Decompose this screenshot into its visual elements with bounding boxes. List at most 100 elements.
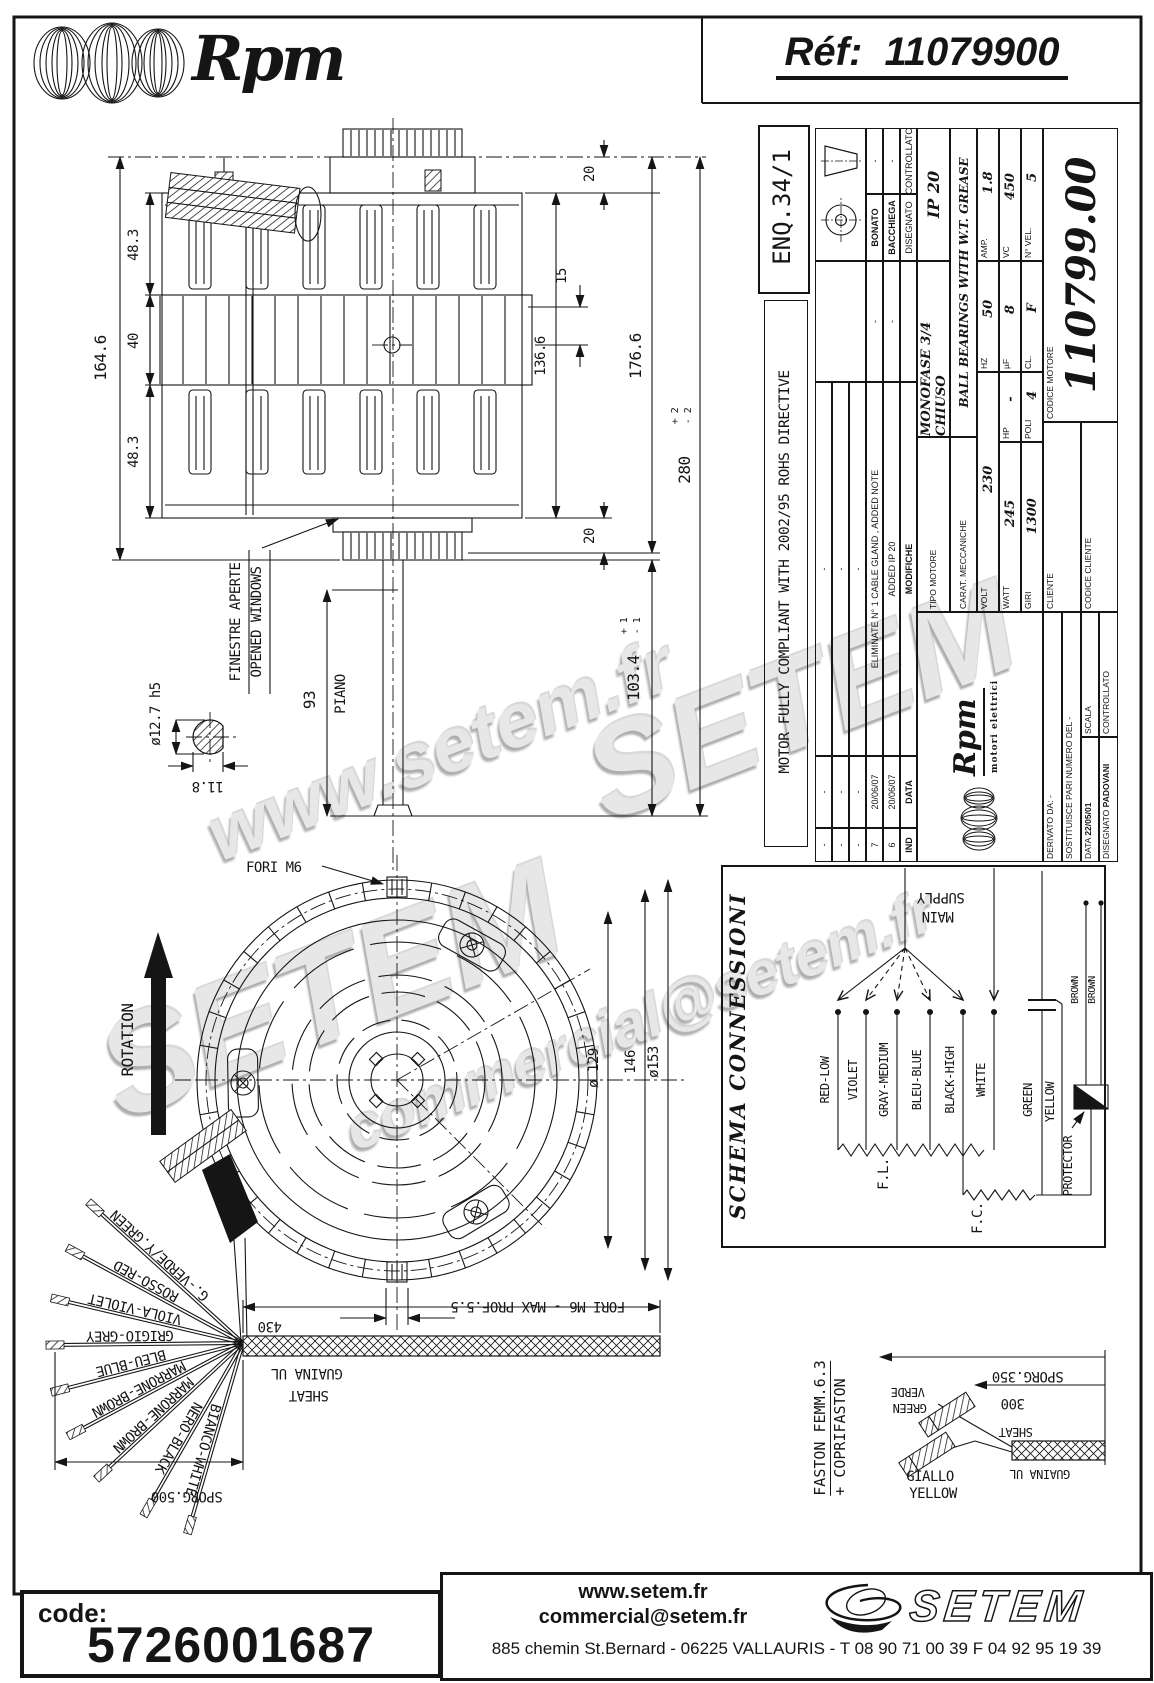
code-box: code: 5726001687 xyxy=(20,1590,442,1678)
rev-cell: ADDED IP 20 xyxy=(883,382,900,756)
carat-label: CARAT. MECCANICHE xyxy=(950,437,977,612)
fan-wire-label: G.-VERDE/Y.GREEN xyxy=(108,1207,213,1304)
codice-motore-cell: CODICE MOTORE 110799.00 xyxy=(1043,128,1118,422)
ip-rating: IP 20 xyxy=(917,128,950,261)
rev-cell: - xyxy=(815,756,832,828)
faston-assembly: VERDE GREEN GIALLO YELLOW SPORG.350 300 … xyxy=(878,1350,1106,1502)
footer-info-box: www.setem.fr commercial@setem.fr 885 che… xyxy=(440,1572,1153,1681)
amp-cell: AMP.1.8 xyxy=(977,128,999,261)
schema-wire-label-yellow: YELLOW xyxy=(1043,1081,1057,1123)
rev-cell: - xyxy=(849,756,866,828)
dim-shaft-diameter: ø12.7 h5 xyxy=(148,682,164,746)
label-opened-windows: OPENED WINDOWS xyxy=(249,566,265,677)
rev-cell: ELIMINATE N° 1 CABLE GLAND , ADDED NOTE xyxy=(866,382,883,756)
nvel-cell: N° VEL.5 xyxy=(1021,128,1043,261)
rev-header: MODIFICHE xyxy=(900,382,917,756)
rpm-mini-logo-cell: Rpm motori elettrici xyxy=(917,612,1043,862)
schema-wire-label: VIOLET xyxy=(846,1060,860,1101)
schema-wire-label: GRAY-MEDIUM xyxy=(877,1043,891,1117)
enq-label: ENQ.34/1 xyxy=(768,149,796,265)
dim-sporg-350: SPORG.350 xyxy=(992,1368,1063,1384)
rev-cell: - xyxy=(832,828,849,862)
dash-cell: - xyxy=(866,261,883,382)
dim-300: 300 xyxy=(1001,1395,1025,1411)
fan-wire-label: ROSSO-RED xyxy=(111,1256,181,1304)
dim-280: 280 xyxy=(675,456,694,483)
dim-fori-m6-max: FORI M6 - MAX PROF.5.5 xyxy=(451,1298,626,1314)
fan-wire-label: NERO-BLACK xyxy=(151,1399,205,1477)
sostituisce-cell: SOSTITUISCE PARI NUMERO DEL - xyxy=(1062,612,1081,862)
cl-cell: CL.F xyxy=(1021,261,1043,372)
code-label: code: xyxy=(38,1598,108,1628)
first-angle-projection-icon xyxy=(820,145,861,243)
empty-cell xyxy=(815,261,866,382)
schema-wire-label: BLEU-BLUE xyxy=(910,1049,924,1110)
codice-motore-number: 110799.00 xyxy=(1058,156,1105,394)
dim-280-tol-plus: + 2 xyxy=(670,407,681,424)
label-protector: PROTECTOR xyxy=(1061,1134,1075,1196)
dim-48.3-top: 48.3 xyxy=(126,229,142,261)
fan-wire-label: MARRONE-BROWN xyxy=(89,1357,188,1420)
rev-header: DATA xyxy=(900,756,917,828)
label-verde: VERDE xyxy=(891,1385,925,1399)
faston-note: FASTON FEMM.6.3 + COPRIFASTON xyxy=(811,1360,849,1496)
schema-wire-label: BLACK-HIGH xyxy=(943,1046,957,1114)
dim-sporg-500: SPORG.500 xyxy=(151,1488,222,1504)
tipo-motore-label: TIPO MOTORE xyxy=(917,437,950,612)
label-brown-1: BROWN xyxy=(1070,976,1081,1004)
fan-wire-label: VIOLA-VIOLET xyxy=(86,1290,183,1328)
disegnato2-cell: DISEGNATO PADOVANI xyxy=(1099,737,1118,862)
ref-label: Réf: xyxy=(784,30,863,74)
faston-line2: + COPRIFASTON xyxy=(831,1378,849,1496)
carat-value: BALL BEARINGS WITH W.T. GREASE xyxy=(950,128,977,437)
label-fc: F.C. xyxy=(970,1202,986,1234)
label-guaina-ul-2: GUAINA UL xyxy=(1009,1467,1070,1481)
rev-cell: - xyxy=(849,828,866,862)
dim-48.3-bottom: 48.3 xyxy=(126,436,142,468)
ref-block: Réf: 11079900 xyxy=(712,30,1132,80)
footer-address: 885 chemin St.Bernard - 06225 VALLAURIS … xyxy=(491,1639,1102,1658)
footer-web[interactable]: www.setem.fr xyxy=(578,1581,708,1603)
projection-symbol-cell xyxy=(815,128,866,261)
rpm-mini-sub: motori elettrici xyxy=(990,679,1000,773)
label-giallo: GIALLO xyxy=(906,1469,954,1485)
rohs-note: MOTOR FULLY COMPLIANT WITH 2002/95 ROHS … xyxy=(777,370,793,774)
rpm-mini-coils xyxy=(960,787,998,851)
dim-176.6: 176.6 xyxy=(626,333,645,379)
label-sheat: SHEAT xyxy=(288,1387,329,1403)
dim-164.6: 164.6 xyxy=(91,335,110,381)
schema-wire-label: RED-LOW xyxy=(818,1055,832,1103)
empty-cell xyxy=(900,261,917,382)
rpm-logo-coils xyxy=(33,22,185,104)
controllato2-cell: CONTROLLATO xyxy=(1099,612,1118,737)
title-block: - - - - - - - - - 7 20/06/07 ELIMINATE N… xyxy=(815,128,1118,862)
screw-boss xyxy=(442,1184,510,1240)
derivato-cell: DERIVATO DA: - xyxy=(1043,612,1062,862)
dim-93: 93 xyxy=(300,691,319,709)
footer-email[interactable]: commercial@setem.fr xyxy=(538,1606,748,1628)
controllato-label: CONTROLLATO xyxy=(900,128,917,194)
disegnato-label: DISEGNATO xyxy=(900,194,917,261)
dash-cell: - xyxy=(883,261,900,382)
dim-15: 15 xyxy=(554,268,570,284)
rev-cell: - xyxy=(849,382,866,756)
rev-cell: - xyxy=(832,382,849,756)
dash-cell: - xyxy=(883,128,900,194)
rpm-logo-text: Rpm xyxy=(192,22,346,95)
rev-header: IND xyxy=(900,828,917,862)
shaft-section-detail: ø12.7 h5 11.8 xyxy=(148,682,248,794)
label-guaina-ul: GUAINA UL xyxy=(271,1365,342,1381)
faston-line1: FASTON FEMM.6.3 xyxy=(811,1360,831,1496)
rev-cell: 7 xyxy=(866,828,883,862)
label-fl: F.L. xyxy=(876,1158,892,1190)
signoff-bonato: BONATO xyxy=(866,194,883,261)
rev-cell: 20/06/07 xyxy=(883,756,900,828)
